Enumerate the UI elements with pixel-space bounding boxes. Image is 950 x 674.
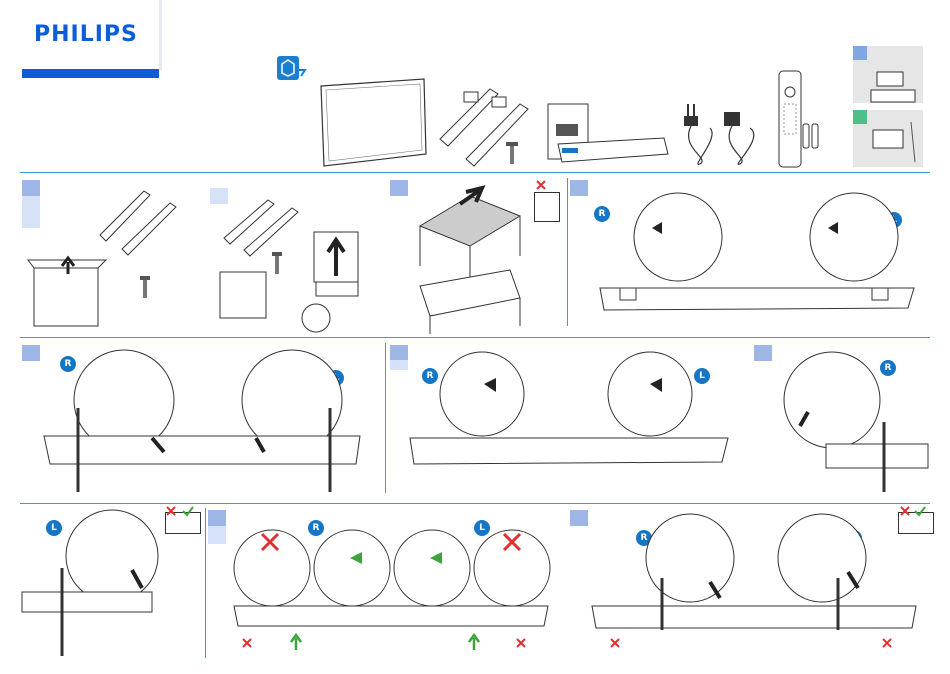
divider-row-1 bbox=[20, 172, 930, 173]
manual-icon bbox=[548, 104, 672, 164]
arrow-up-icon bbox=[468, 634, 480, 650]
screw-stand-illustration bbox=[22, 508, 158, 658]
step-tag bbox=[570, 180, 588, 196]
tabletop-icon bbox=[871, 68, 921, 102]
cross-icon bbox=[242, 638, 252, 648]
box-lift-icon bbox=[216, 228, 376, 338]
tv-back-stand-attach-illustration bbox=[410, 352, 732, 468]
screw-icon bbox=[272, 252, 282, 274]
divider-v3 bbox=[205, 508, 206, 658]
check-icon bbox=[182, 506, 194, 516]
cross-icon bbox=[166, 506, 176, 516]
screw-icon bbox=[506, 142, 518, 164]
cross-icon bbox=[610, 638, 620, 648]
box-unpacking-icon bbox=[28, 256, 108, 328]
step-tag bbox=[390, 345, 408, 361]
screw-icon bbox=[140, 276, 150, 298]
philips-logo: PHILIPS bbox=[22, 0, 159, 78]
option-tag-blue bbox=[853, 46, 867, 60]
tv-panel-icon bbox=[320, 78, 430, 168]
step-tag bbox=[22, 345, 40, 361]
batteries-icon bbox=[803, 124, 819, 148]
cross-icon bbox=[882, 638, 892, 648]
step-tag bbox=[570, 510, 588, 526]
step-tag-sub bbox=[390, 360, 408, 370]
tv-back-wrong-right-illustration bbox=[232, 522, 552, 632]
divider-v2 bbox=[385, 343, 386, 493]
check-icon bbox=[914, 506, 926, 516]
option-tag-green bbox=[853, 110, 867, 124]
logo-bar bbox=[22, 69, 159, 78]
step-tag bbox=[208, 510, 226, 526]
remote-control-icon bbox=[778, 70, 802, 168]
wall-mount-option-panel bbox=[853, 110, 923, 167]
arrow-up-icon bbox=[290, 634, 302, 650]
stand-feet-icon bbox=[440, 84, 540, 164]
step-tag bbox=[390, 180, 408, 196]
soft-surface-icon bbox=[410, 186, 530, 336]
screw-stand-illustration bbox=[44, 348, 364, 494]
screw-stand-illustration bbox=[592, 512, 922, 632]
cross-icon bbox=[900, 506, 910, 516]
tabletop-option-panel bbox=[853, 46, 923, 103]
screw-stand-illustration bbox=[772, 352, 932, 494]
tv-back-stand-attach-illustration bbox=[596, 192, 916, 314]
package-contents-icon bbox=[277, 56, 307, 84]
warning-box bbox=[534, 192, 560, 222]
divider-row-2 bbox=[20, 337, 930, 338]
divider-v1 bbox=[567, 178, 568, 326]
cross-icon bbox=[516, 638, 526, 648]
stand-feet-icon bbox=[100, 185, 180, 255]
power-cable-icon bbox=[680, 98, 768, 166]
step-tag bbox=[22, 180, 40, 196]
wall-mount-icon bbox=[871, 122, 921, 162]
brand-name: PHILIPS bbox=[34, 22, 138, 47]
step-tag bbox=[754, 345, 772, 361]
step-tag-sub bbox=[208, 526, 226, 544]
step-tag-sub bbox=[22, 196, 40, 228]
cross-icon bbox=[536, 180, 546, 190]
divider-row-3 bbox=[20, 503, 930, 504]
